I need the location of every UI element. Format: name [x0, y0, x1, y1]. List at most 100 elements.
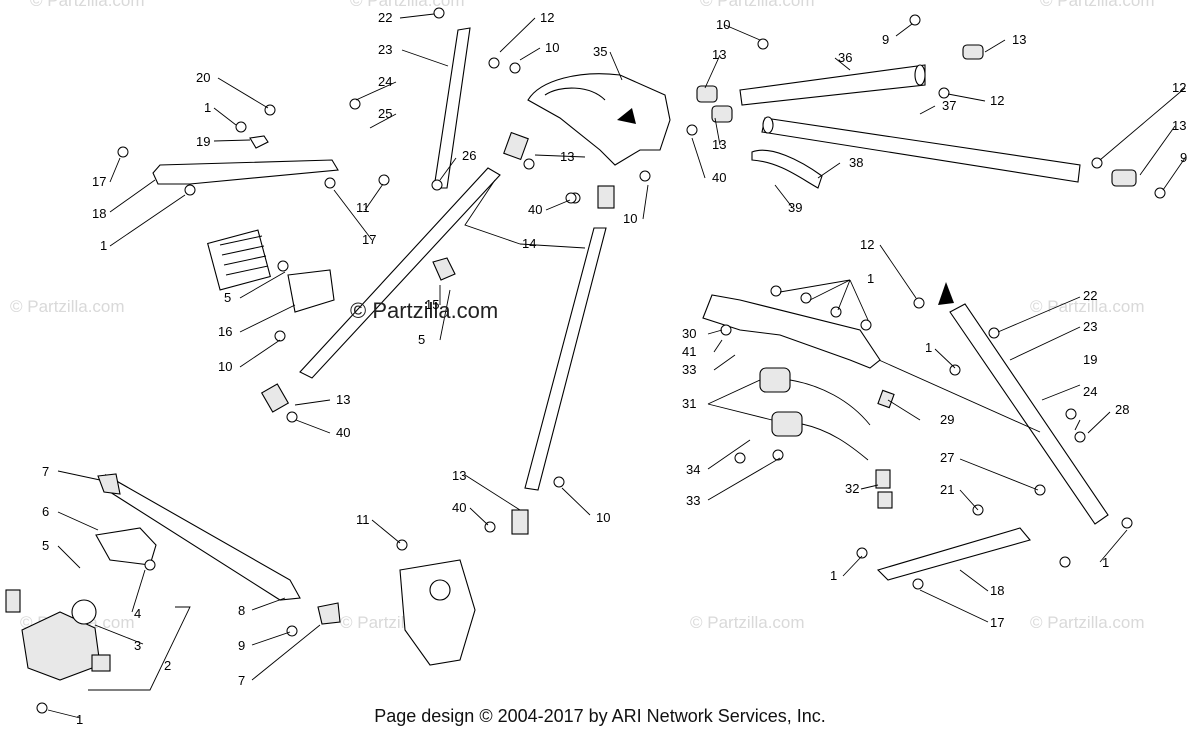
housing-35-detail	[544, 87, 606, 101]
watermark-top-right: © Partzilla.com	[700, 0, 815, 10]
callout-24-right: 24	[1083, 384, 1097, 399]
callout-3: 3	[134, 638, 141, 653]
callout-41: 41	[682, 344, 696, 359]
connector-right	[91, 654, 111, 672]
callout-21: 21	[940, 482, 954, 497]
callout-27: 27	[940, 450, 954, 465]
boot-16	[207, 229, 271, 291]
plug-32b	[877, 491, 893, 509]
callout-1-c: 1	[925, 340, 932, 355]
callout-23-top: 23	[378, 42, 392, 57]
watermark-main: © Partzilla.com	[350, 298, 498, 323]
clip-29	[877, 389, 895, 409]
callout-32: 32	[845, 481, 859, 496]
bracket-38	[751, 149, 823, 189]
callout-36: 36	[838, 50, 852, 65]
callout-12-b: 12	[990, 93, 1004, 108]
mount-30	[702, 294, 881, 369]
bracket-19-left	[249, 135, 269, 149]
cap-13-a	[696, 85, 718, 103]
callout-17-left: 17	[92, 174, 106, 189]
callout-20: 20	[196, 70, 210, 85]
callout-9-c: 9	[238, 638, 245, 653]
watermark-top-center: © Partzilla.com	[350, 0, 465, 10]
callout-19-right: 19	[1083, 352, 1097, 367]
callout-40-d: 40	[452, 500, 466, 515]
callout-1-a: 1	[204, 100, 211, 115]
solenoid-31a	[759, 367, 791, 393]
plug-32a	[875, 469, 891, 489]
callout-13-d: 13	[1012, 32, 1026, 47]
callout-10-e: 10	[596, 510, 610, 525]
callout-33-b: 33	[686, 493, 700, 508]
callout-28: 28	[1115, 402, 1129, 417]
callout-10-b: 10	[623, 211, 637, 226]
actuator-3-cap	[71, 599, 97, 625]
callout-18-left: 18	[92, 206, 106, 221]
wire-31b	[801, 423, 869, 461]
callout-5-a: 5	[224, 290, 231, 305]
tube-37-end	[762, 116, 774, 134]
callout-33-a: 33	[682, 362, 696, 377]
callout-31: 31	[682, 396, 696, 411]
bracket-7-bottom	[317, 602, 341, 625]
callout-1-b: 1	[100, 238, 107, 253]
callout-15: 15	[425, 297, 439, 312]
bar-18-left	[152, 159, 339, 185]
coupler-13-top	[503, 131, 529, 161]
callout-9-a: 9	[882, 32, 889, 47]
callout-6: 6	[42, 504, 49, 519]
rod-right	[869, 355, 1041, 433]
callout-34: 34	[686, 462, 700, 477]
callout-11-top: 11	[356, 200, 370, 215]
callout-24-top: 24	[378, 74, 392, 89]
watermark-bottom-right: © Partzilla.com	[1030, 613, 1145, 632]
callout-12-d: 12	[860, 237, 874, 252]
callout-37: 37	[942, 98, 956, 113]
fasteners	[36, 7, 1166, 714]
callout-16: 16	[218, 324, 232, 339]
callout-11-bottom: 11	[356, 512, 370, 527]
callout-18-right: 18	[990, 583, 1004, 598]
shaft-center	[524, 227, 607, 491]
watermark-top-left: © Partzilla.com	[30, 0, 145, 10]
callout-22-top: 22	[378, 10, 392, 25]
callout-40-b: 40	[336, 425, 350, 440]
callout-13-e: 13	[712, 47, 726, 62]
callout-35: 35	[593, 44, 607, 59]
callout-4: 4	[134, 606, 141, 621]
callout-7-top: 7	[42, 464, 49, 479]
coupler-center-top	[597, 185, 615, 209]
tube-36	[739, 64, 926, 106]
parts-artwork	[5, 27, 1137, 681]
callout-38: 38	[849, 155, 863, 170]
callout-1-e: 1	[1102, 555, 1109, 570]
shaft-14	[299, 167, 501, 379]
callout-29: 29	[940, 412, 954, 427]
callout-17-mid: 17	[362, 232, 376, 247]
callout-12-c: 12	[1172, 80, 1186, 95]
mount-6	[95, 527, 157, 566]
gear-shaft-end	[429, 579, 451, 601]
callout-10-d: 10	[716, 17, 730, 32]
tube-36-end	[914, 64, 926, 86]
callout-26: 26	[462, 148, 476, 163]
coupler-13-bottom	[260, 383, 290, 413]
callout-1-f: 1	[830, 568, 837, 583]
callout-40-c: 40	[712, 170, 726, 185]
callout-23-right: 23	[1083, 319, 1097, 334]
callout-10-top: 10	[545, 40, 559, 55]
bracket-7-top	[97, 473, 121, 495]
callout-1-d: 1	[867, 271, 874, 286]
housing-35	[527, 73, 671, 166]
callout-22-right: 22	[1083, 288, 1097, 303]
clamp-bracket-16	[287, 269, 335, 313]
watermark-left: © Partzilla.com	[10, 297, 125, 316]
callout-19-left: 19	[196, 134, 210, 149]
clamp-15	[432, 257, 456, 281]
arrow-marker-top	[617, 108, 636, 124]
callout-7-bottom: 7	[238, 673, 245, 688]
callout-13-h: 13	[452, 468, 466, 483]
callout-39: 39	[788, 200, 802, 215]
connector-left	[5, 589, 21, 613]
